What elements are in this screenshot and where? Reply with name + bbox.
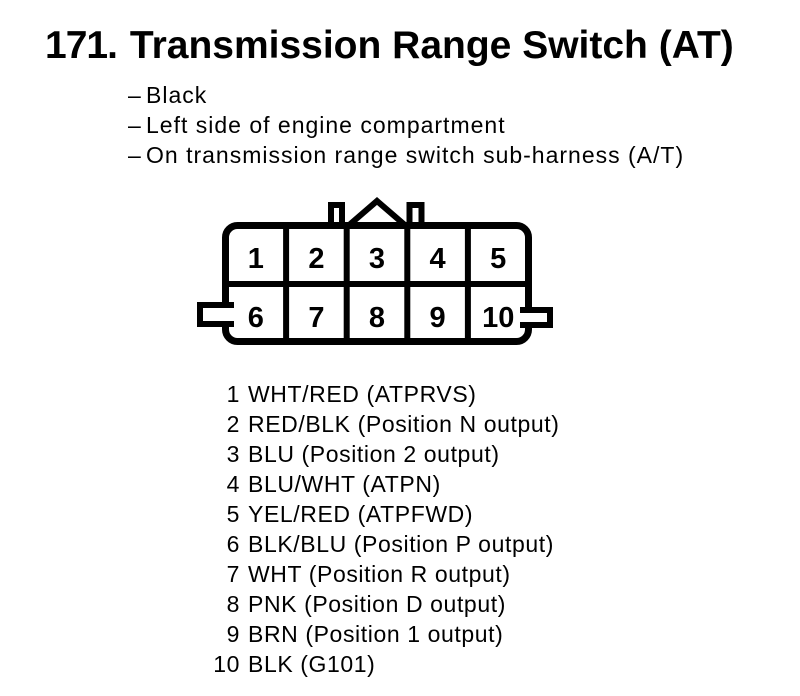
connector-grid (225, 225, 529, 342)
connector-side-tab-left (197, 302, 234, 327)
pin-row: 8 PNK (Position D output) (190, 589, 560, 619)
pin-row: 2 RED/BLK (Position N output) (190, 409, 560, 439)
pin-label: RED/BLK (Position N output) (248, 411, 560, 437)
pin-label: BLU/WHT (ATPN) (248, 471, 441, 497)
connector-cell-number: 1 (248, 243, 264, 275)
pin-row: 5 YEL/RED (ATPFWD) (190, 499, 560, 529)
pin-number: 10 (213, 651, 240, 677)
connector-cell-number: 6 (248, 302, 264, 334)
pin-number: 3 (226, 441, 240, 467)
connector-cell-number: 2 (308, 243, 324, 275)
connector-cell-number: 4 (430, 243, 446, 275)
pin-label: BRN (Position 1 output) (248, 621, 504, 647)
note-item: – On transmission range switch sub-harne… (128, 140, 684, 170)
pin-label: YEL/RED (ATPFWD) (248, 501, 474, 527)
dash-bullet: – (128, 142, 142, 168)
pin-label: WHT/RED (ATPRVS) (248, 381, 477, 407)
section-number: 171. (45, 24, 118, 67)
connector-cell-number: 10 (482, 302, 514, 334)
pin-row: 10 BLK (G101) (190, 649, 560, 679)
connector-cell-number: 8 (369, 302, 385, 334)
dash-bullet: – (128, 112, 142, 138)
pin-label: BLK (G101) (248, 651, 376, 677)
note-text: Black (146, 82, 208, 108)
pin-row: 9 BRN (Position 1 output) (190, 619, 560, 649)
pin-row: 3 BLU (Position 2 output) (190, 439, 560, 469)
pin-row: 6 BLK/BLU (Position P output) (190, 529, 560, 559)
connector-cell-number: 3 (369, 243, 385, 275)
pinout-list: 1 WHT/RED (ATPRVS) 2 RED/BLK (Position N… (190, 379, 560, 679)
page-title: Transmission Range Switch (AT) (129, 24, 734, 67)
pin-row: 1 WHT/RED (ATPRVS) (190, 379, 560, 409)
pin-number: 1 (226, 381, 240, 407)
pin-number: 7 (226, 561, 240, 587)
pin-number: 6 (226, 531, 240, 557)
notes-list: – Black – Left side of engine compartmen… (128, 80, 684, 170)
note-text: On transmission range switch sub-harness… (146, 142, 685, 168)
pin-number: 9 (226, 621, 240, 647)
connector-side-tab-right (520, 307, 553, 328)
connector-cell-number: 9 (430, 302, 446, 334)
note-item: – Left side of engine compartment (128, 110, 684, 140)
dash-bullet: – (128, 82, 142, 108)
connector-cell-number: 7 (308, 302, 324, 334)
pin-number: 5 (226, 501, 240, 527)
pin-number: 4 (226, 471, 240, 497)
pin-row: 4 BLU/WHT (ATPN) (190, 469, 560, 499)
pin-number: 2 (226, 411, 240, 437)
pin-number: 8 (226, 591, 240, 617)
pin-label: BLK/BLU (Position P output) (248, 531, 554, 557)
pin-label: PNK (Position D output) (248, 591, 506, 617)
connector-diagram: 1 2 3 4 5 6 7 8 9 10 (197, 197, 553, 345)
section-heading: 171. Transmission Range Switch (AT) (45, 26, 734, 65)
pin-label: WHT (Position R output) (248, 561, 511, 587)
note-item: – Black (128, 80, 684, 110)
note-text: Left side of engine compartment (146, 112, 506, 138)
connector-cell-number: 5 (490, 243, 506, 275)
pin-label: BLU (Position 2 output) (248, 441, 500, 467)
pin-row: 7 WHT (Position R output) (190, 559, 560, 589)
